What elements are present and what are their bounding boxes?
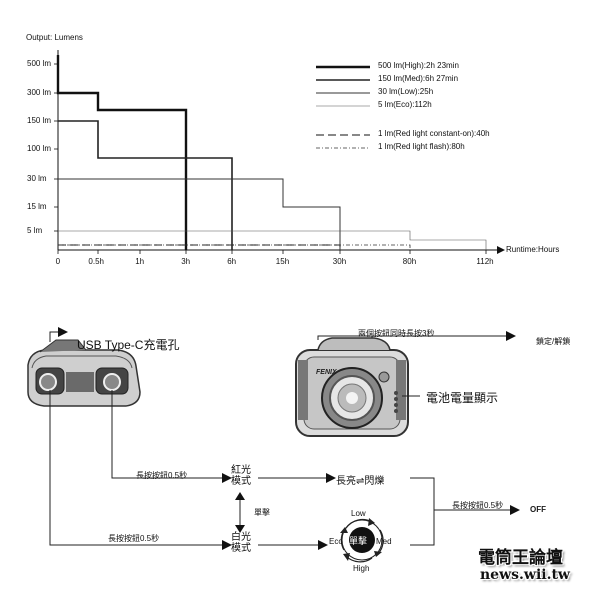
connector-lines — [49, 331, 510, 546]
cycle-med-label: Med — [376, 537, 392, 546]
series-line-2 — [58, 178, 341, 250]
both-buttons-label: 兩個按鈕同時長按3秒 — [358, 329, 435, 338]
y-tick-label: 300 lm — [27, 88, 52, 97]
arrow-lock-icon — [506, 331, 516, 341]
arrow-down-icon — [235, 525, 245, 533]
series-line-5 — [58, 244, 411, 250]
arrow-usb-icon — [58, 327, 68, 337]
long-press-red-label: 長按按鈕0.5秒 — [136, 471, 188, 480]
x-tick-label: 112h — [476, 257, 494, 266]
arrow-white-mode-icon — [222, 540, 232, 550]
battery-indicator-label: 電池電量顯示 — [426, 391, 499, 405]
brand-logo: FENIX — [316, 369, 337, 376]
y-tick-label: 150 lm — [27, 116, 52, 125]
chart-title: Output: Lumens — [26, 33, 83, 42]
single-click-label: 單擊 — [254, 508, 270, 517]
mode-cycle-wheel — [340, 518, 384, 563]
headlamp-front-illustration — [295, 337, 409, 437]
usb-port-label: USB Type-C充電孔 — [77, 338, 180, 352]
cycle-low-label: Low — [351, 509, 366, 518]
series-line-1 — [58, 120, 233, 250]
watermark-title: 電筒王論壇 — [478, 548, 563, 568]
cycle-center-label: 單擊 — [349, 536, 368, 546]
arrowheads — [58, 327, 520, 550]
x-axis-arrow-icon — [497, 246, 505, 254]
legend-item: 5 lm(Eco):112h — [378, 100, 432, 109]
y-tick-label: 100 lm — [27, 144, 52, 153]
series-line-3 — [58, 230, 487, 250]
arrow-constant-icon — [326, 473, 336, 483]
y-tick-label: 500 lm — [27, 59, 52, 68]
x-tick-label: 0 — [55, 257, 61, 266]
arrow-up-icon — [235, 492, 245, 500]
series-line-0 — [56, 55, 188, 250]
arrow-off-icon — [510, 505, 520, 515]
x-tick-label: 3h — [181, 257, 191, 266]
legend-item: 1 lm(Red light flash):80h — [378, 142, 465, 151]
x-tick-label: 0.5h — [88, 257, 104, 266]
cycle-high-label: High — [353, 564, 370, 573]
x-tick-label: 80h — [402, 257, 417, 266]
watermark-url: news.wii.tw — [480, 567, 570, 583]
runtime-chart — [54, 50, 505, 254]
arrow-red-mode-icon — [222, 473, 232, 483]
cycle-eco-label: Eco — [329, 537, 343, 546]
white-mode-label: 白光 模式 — [231, 532, 251, 554]
x-tick-label: 6h — [227, 257, 237, 266]
y-tick-label: 5 lm — [27, 226, 43, 235]
x-tick-label: 1h — [135, 257, 145, 266]
constant-flash-label: 長亮⇌閃爍 — [336, 476, 385, 487]
y-tick-label: 15 lm — [27, 202, 47, 211]
y-tick-label: 30 lm — [27, 174, 47, 183]
long-press-white-label: 長按按鈕0.5秒 — [108, 534, 160, 543]
legend-item: 500 lm(High):2h 23min — [378, 61, 459, 70]
arrow-cycle-icon — [318, 540, 328, 550]
red-mode-label: 紅光 模式 — [231, 465, 251, 487]
x-tick-label: 30h — [332, 257, 347, 266]
legend-item: 150 lm(Med):6h 27min — [378, 74, 459, 83]
long-press-off-label: 長按按鈕0.5秒 — [452, 501, 504, 510]
legend-item: 30 lm(Low):25h — [378, 87, 434, 96]
x-tick-label: 15h — [275, 257, 290, 266]
x-axis-label: Runtime:Hours — [506, 245, 560, 254]
legend-item: 1 lm(Red light constant-on):40h — [378, 129, 490, 138]
off-label: OFF — [530, 505, 546, 514]
lock-unlock-label: 鎖定/解鎖 — [536, 337, 571, 346]
